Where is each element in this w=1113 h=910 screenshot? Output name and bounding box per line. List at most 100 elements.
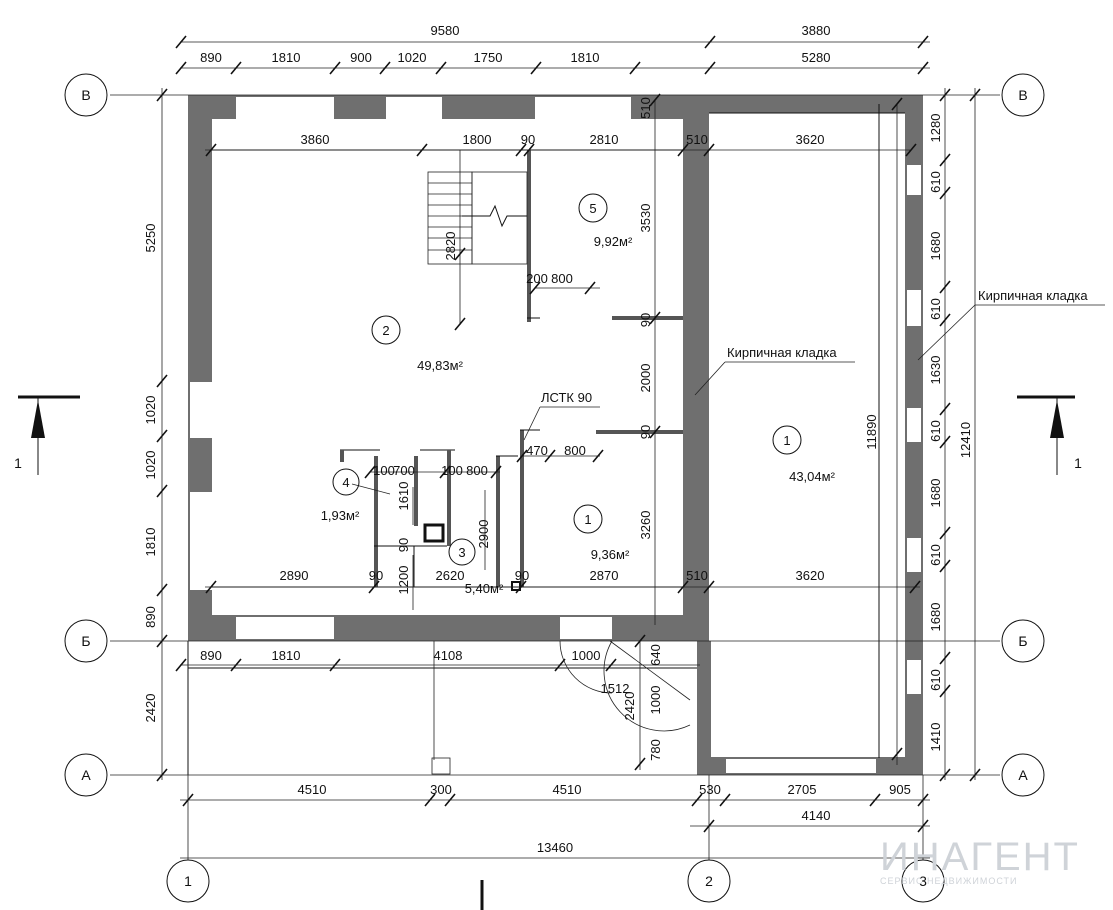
dim-r-610d: 610: [928, 544, 943, 566]
dim-890: 890: [200, 50, 222, 65]
dim-2810: 2810: [590, 132, 619, 147]
room-1-number: 1: [783, 433, 790, 448]
dim-2890: 2890: [280, 568, 309, 583]
room-labels: 1 43,04м² 2 49,83м² 1 9,36м² 3 5,40м² 4 …: [321, 201, 836, 596]
dim-2000: 2000: [638, 364, 653, 393]
axis-1: 1: [184, 873, 192, 889]
dim-2820: 2820: [443, 232, 458, 261]
dim-1810: 1810: [272, 50, 301, 65]
axis-a-left: А: [81, 767, 91, 783]
dim-5250: 5250: [143, 224, 158, 253]
dim-1750: 1750: [474, 50, 503, 65]
dim-2705: 2705: [788, 782, 817, 797]
room-4-area: 1,93м²: [321, 508, 360, 523]
section-marks: [18, 395, 1075, 910]
room-circles: [332, 193, 802, 566]
dim-4510b: 4510: [553, 782, 582, 797]
axis-bubbles: [64, 73, 1045, 903]
dim-3260: 3260: [638, 511, 653, 540]
dim-2420-v: 2420: [622, 692, 637, 721]
axis-lines: [110, 94, 1000, 860]
dim-1810b: 1810: [571, 50, 600, 65]
dim-800-b: 800: [564, 443, 586, 458]
dim-1020-l2: 1020: [143, 451, 158, 480]
dim-5280: 5280: [802, 50, 831, 65]
axis-v-left: В: [81, 87, 90, 103]
room-3-area: 5,40м²: [465, 581, 504, 596]
dim-11890: 11890: [864, 414, 879, 449]
axis-v-right: В: [1018, 87, 1027, 103]
dim-90-a: 90: [369, 568, 383, 583]
dim-510-b: 510: [686, 568, 708, 583]
note-brick-center: Кирпичная кладка: [727, 345, 837, 360]
dim-200: 200: [526, 271, 548, 286]
dim-r-12410: 12410: [958, 422, 973, 458]
dim-r-610e: 610: [928, 669, 943, 691]
dim-r-1630: 1630: [928, 356, 943, 385]
dim-2420-l: 2420: [143, 694, 158, 723]
dim-900: 900: [350, 50, 372, 65]
dim-1610: 1610: [396, 482, 411, 511]
watermark-logo: ИНАГЕНТ: [880, 835, 1080, 879]
dim-470: 470: [526, 443, 548, 458]
watermark: ИНАГЕНТ СЕРВИС НЕДВИЖИМОСТИ: [880, 835, 1080, 886]
room-5-area: 9,92м²: [594, 234, 633, 249]
terrace: [187, 640, 697, 775]
dim-4510: 4510: [298, 782, 327, 797]
room-1b-number: 1: [584, 512, 591, 527]
dim-530: 530: [699, 782, 721, 797]
dim-3530: 3530: [638, 204, 653, 233]
dim-r-1680c: 1680: [928, 603, 943, 632]
room-2-area: 49,83м²: [417, 358, 463, 373]
dim-r-1280: 1280: [928, 114, 943, 143]
dim-905: 905: [889, 782, 911, 797]
room-4-number: 4: [342, 475, 349, 490]
dim-b-1810: 1810: [272, 648, 301, 663]
dim-780: 780: [648, 739, 663, 761]
dim-510-v: 510: [638, 97, 653, 119]
axis-3: 3: [919, 873, 927, 889]
dim-2870: 2870: [590, 568, 619, 583]
dim-13460: 13460: [537, 840, 573, 855]
dim-2620: 2620: [436, 568, 465, 583]
dim-b-1000: 1000: [572, 648, 601, 663]
room-5-number: 5: [589, 201, 596, 216]
dim-1020-l: 1020: [143, 396, 158, 425]
dim-90: 90: [521, 132, 535, 147]
room-2-number: 2: [382, 323, 389, 338]
dim-1000-v: 1000: [648, 686, 663, 715]
dim-1200: 1200: [396, 566, 411, 595]
dim-890-l: 890: [143, 606, 158, 628]
dim-3860: 3860: [301, 132, 330, 147]
axis-b-right: Б: [1018, 633, 1027, 649]
dim-100-b: 100: [441, 463, 463, 478]
dim-b-890: 890: [200, 648, 222, 663]
watermark-tagline: СЕРВИС НЕДВИЖИМОСТИ: [880, 876, 1018, 886]
dim-3620-b: 3620: [796, 568, 825, 583]
dim-r-1410: 1410: [928, 723, 943, 752]
section-right-label: 1: [1074, 455, 1082, 471]
note-lstk: ЛСТК 90: [541, 390, 592, 405]
dim-1512: 1512: [601, 681, 630, 696]
dimension-texts: 9580 3880 890 1810 900 1020 1750 1810 52…: [143, 23, 973, 855]
dim-r-610: 610: [928, 171, 943, 193]
dim-800-c: 800: [466, 463, 488, 478]
room-1b-area: 9,36м²: [591, 547, 630, 562]
room-3-number: 3: [458, 545, 465, 560]
dimension-ticks: [156, 35, 981, 833]
axis-2: 2: [705, 873, 713, 889]
dim-90-v1: 90: [638, 313, 653, 327]
dim-1800: 1800: [463, 132, 492, 147]
dim-1810-l: 1810: [143, 528, 158, 557]
dim-640: 640: [648, 644, 663, 666]
dim-b-4108: 4108: [434, 648, 463, 663]
dim-700: 700: [393, 463, 415, 478]
dim-510: 510: [686, 132, 708, 147]
dim-1020: 1020: [398, 50, 427, 65]
dim-3880: 3880: [802, 23, 831, 38]
room-1-area: 43,04м²: [789, 469, 835, 484]
dim-100: 100: [373, 463, 395, 478]
dim-90-v2: 90: [638, 425, 653, 439]
axis-labels: В В Б Б А А 1 2 3 1 1: [14, 87, 1082, 889]
dim-300: 300: [430, 782, 452, 797]
